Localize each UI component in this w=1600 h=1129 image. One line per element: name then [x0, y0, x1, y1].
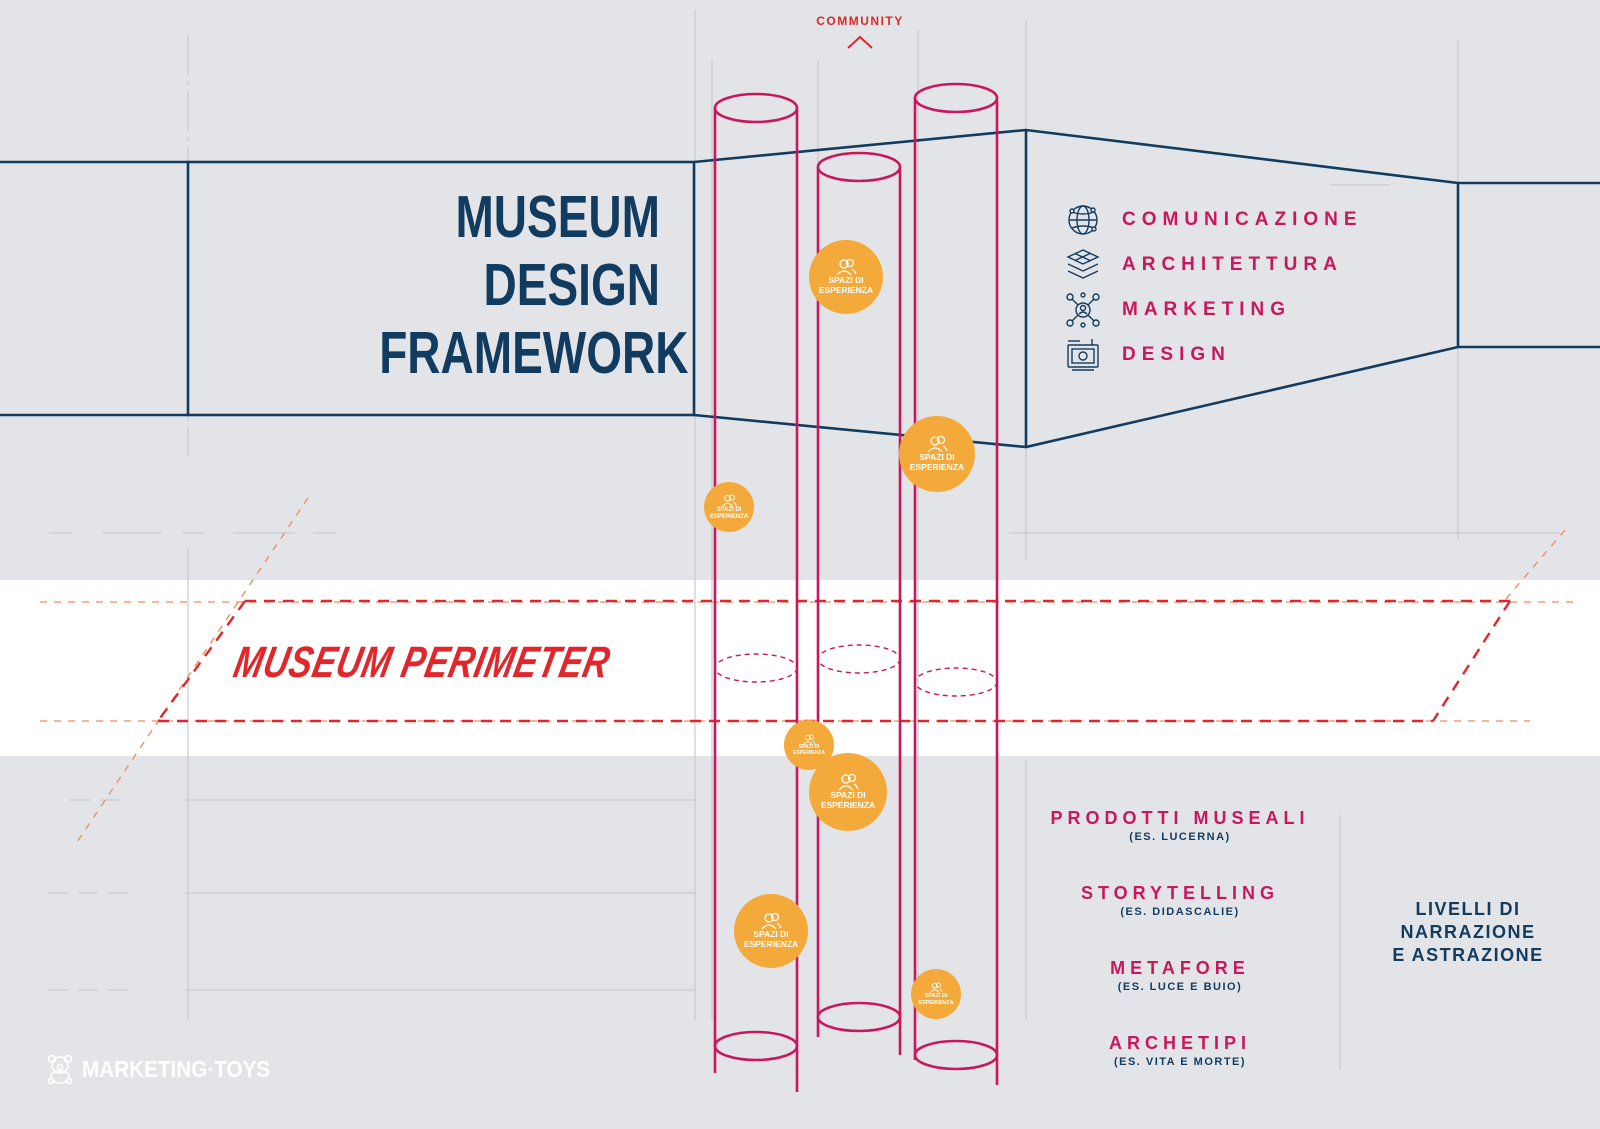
experience-space-bubble: SPAZI DI ESPERIENZA — [809, 240, 883, 314]
discipline-design: DESIGN — [1064, 335, 1231, 375]
people-icon — [836, 259, 857, 276]
bubble-label-line: ESPERIENZA — [918, 999, 954, 1006]
community-label: COMMUNITY — [816, 14, 904, 28]
levels-caption-line: LIVELLI DI — [1415, 899, 1521, 919]
title-line: MUSEUM — [455, 184, 660, 250]
level-example: (ES. LUCERNA) — [1129, 831, 1231, 843]
experience-space-bubble: SPAZI DI ESPERIENZA — [734, 894, 808, 968]
experience-space-bubble: SPAZI DI ESPERIENZA — [911, 969, 961, 1019]
level-metafore: METAFORE (ES. LUCE E BUIO) — [1040, 958, 1320, 993]
levels-caption-line: NARRAZIONE — [1400, 922, 1536, 942]
bubble-label-line: ESPERIENZA — [909, 462, 965, 472]
framework-outline — [0, 128, 1600, 449]
bubble-label-line: SPAZI DI — [798, 743, 820, 750]
museum-perimeter-label: MUSEUM PERIMETER — [229, 638, 615, 687]
bubble-label-line: ESPERIENZA — [709, 513, 749, 520]
community-chevron-icon — [847, 35, 873, 49]
cylinder-middle — [816, 151, 902, 1055]
people-icon — [838, 774, 859, 791]
discipline-marketing: MARKETING — [1064, 290, 1291, 330]
brand-logo: MARKETING·TOYS — [46, 1054, 291, 1084]
bubble-label-line: ESPERIENZA — [820, 800, 876, 810]
discipline-label: ARCHITETTURA — [1122, 254, 1343, 275]
levels-caption-line: E ASTRAZIONE — [1392, 945, 1544, 965]
level-example: (ES. LUCE E BUIO) — [1117, 981, 1243, 993]
people-network-icon — [1066, 292, 1100, 328]
level-prodotti-museali: PRODOTTI MUSEALI (ES. LUCERNA) — [1040, 808, 1320, 843]
bubble-label-line: SPAZI DI — [753, 929, 789, 940]
level-title: METAFORE — [1110, 958, 1250, 978]
level-example: (ES. DIDASCALIE) — [1120, 906, 1240, 918]
discipline-label: MARKETING — [1122, 299, 1292, 320]
level-archetipi: ARCHETIPI (ES. VITA E MORTE) — [1040, 1033, 1320, 1068]
layers-grid-icon — [1066, 249, 1100, 279]
drafting-board-icon — [1067, 339, 1099, 371]
discipline-comunicazione: COMUNICAZIONE — [1064, 200, 1363, 240]
levels-caption: LIVELLI DI NARRAZIONE E ASTRAZIONE — [1368, 898, 1568, 967]
people-icon — [803, 734, 816, 745]
bubble-label-line: ESPERIENZA — [793, 749, 825, 756]
people-icon — [930, 982, 943, 993]
cylinder-right — [913, 82, 999, 1085]
discipline-label: DESIGN — [1122, 344, 1231, 365]
page-title: MUSEUM DESIGN FRAMEWORK — [379, 183, 689, 387]
bubble-label-line: SPAZI DI — [919, 452, 955, 463]
bubble-label-line: ESPERIENZA — [818, 285, 874, 295]
bubble-label-line: SPAZI DI — [716, 506, 742, 513]
people-icon — [722, 494, 737, 507]
level-title: STORYTELLING — [1080, 883, 1279, 903]
experience-space-bubble: SPAZI DI ESPERIENZA — [704, 482, 754, 532]
discipline-label: COMUNICAZIONE — [1122, 209, 1363, 230]
museum-perimeter-outline — [157, 599, 1512, 723]
experience-space-bubble: SPAZI DI ESPERIENZA — [899, 416, 975, 492]
title-line: FRAMEWORK — [379, 320, 689, 386]
brand-logo-text: MARKETING·TOYS — [82, 1055, 271, 1082]
bubble-label-line: SPAZI DI — [830, 790, 866, 801]
level-storytelling: STORYTELLING (ES. DIDASCALIE) — [1040, 883, 1320, 918]
background-grid — [48, 10, 1560, 1070]
teddy-bear-icon — [47, 1054, 73, 1084]
globe-network-icon — [1068, 205, 1098, 235]
bubble-label-line: SPAZI DI — [924, 993, 948, 1000]
experience-space-bubble: SPAZI DI ESPERIENZA — [809, 753, 887, 831]
title-line: DESIGN — [483, 252, 660, 318]
bubble-label-line: SPAZI DI — [828, 275, 864, 286]
level-example: (ES. VITA E MORTE) — [1113, 1056, 1247, 1068]
level-title: PRODOTTI MUSEALI — [1050, 808, 1310, 828]
level-title: ARCHETIPI — [1108, 1033, 1251, 1053]
people-icon — [927, 436, 948, 453]
bubble-label-line: ESPERIENZA — [743, 939, 799, 949]
people-icon — [761, 913, 782, 930]
discipline-architettura: ARCHITETTURA — [1064, 245, 1343, 285]
